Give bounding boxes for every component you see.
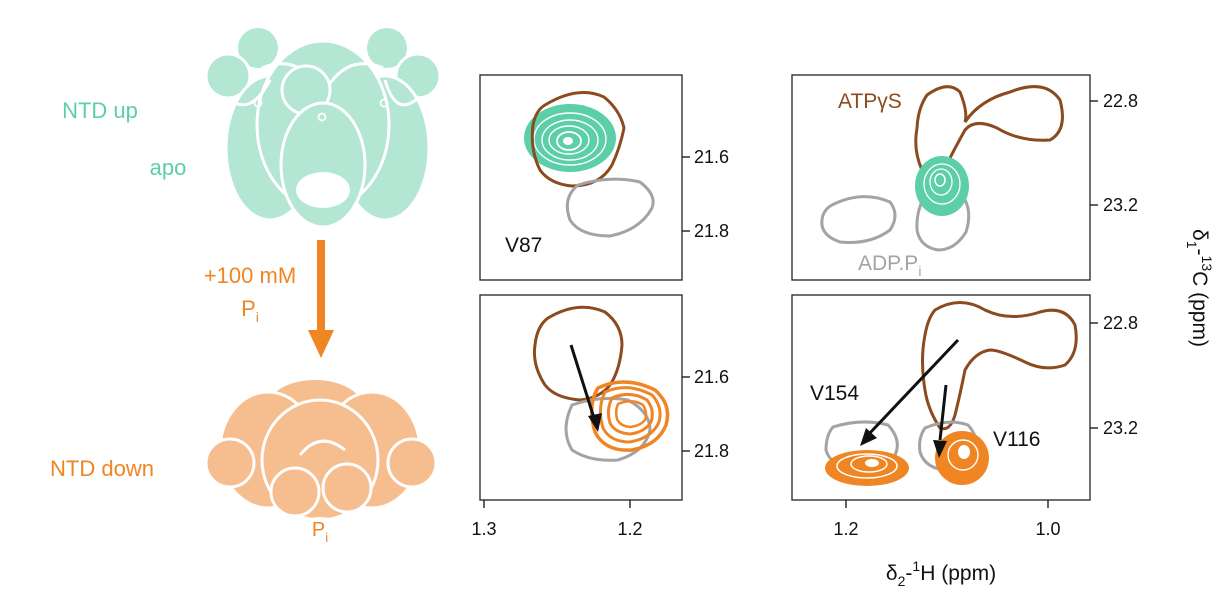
transition-arrow — [308, 240, 334, 358]
ntd-down-schematic — [204, 380, 438, 553]
y-ticks-right-bottom: 22.8 23.2 — [1090, 313, 1138, 438]
ytick-tl-2: 21.8 — [694, 221, 729, 241]
x-axis-title: δ2-1H (ppm) — [886, 558, 996, 589]
xtick-l-1: 1.3 — [471, 519, 496, 539]
y-ticks-left-bottom: 21.6 21.8 — [682, 367, 729, 461]
x-ticks-right: 1.2 1.0 — [833, 500, 1061, 539]
panel-frame-bottom-left — [479, 294, 683, 501]
pi-addition-pi: Pi — [241, 296, 259, 325]
adp-pi-label: ADP.Pi — [858, 252, 921, 279]
atpgs-label: ATPγS — [838, 90, 902, 113]
y-ticks-right-top: 22.8 23.2 — [1090, 91, 1138, 215]
v87-label: V87 — [505, 234, 542, 257]
ytick-bl-2: 21.8 — [694, 441, 729, 461]
y-ticks-left-top: 21.6 21.8 — [682, 147, 729, 241]
ytick-bl-1: 21.6 — [694, 367, 729, 387]
ytick-br-2: 23.2 — [1103, 418, 1138, 438]
panel-frame-top-left — [479, 74, 683, 281]
spectrum-bottom-right — [824, 301, 1078, 486]
panel-frame-top-right — [791, 74, 1091, 281]
xtick-l-2: 1.2 — [617, 519, 642, 539]
v154-label: V154 — [810, 382, 859, 405]
x-ticks-left: 1.3 1.2 — [471, 500, 643, 539]
shift-arrow-v154 — [860, 338, 960, 446]
ntd-up-label: NTD up — [62, 98, 138, 123]
ntd-up-schematic — [204, 28, 442, 229]
xtick-r-1: 1.2 — [833, 519, 858, 539]
ntd-down-label: NTD down — [50, 456, 154, 481]
xtick-r-2: 1.0 — [1035, 519, 1060, 539]
ytick-br-1: 22.8 — [1103, 313, 1138, 333]
spectrum-bottom-left — [533, 305, 670, 462]
panel-frame-bottom-right — [791, 294, 1091, 501]
ytick-tl-1: 21.6 — [694, 147, 729, 167]
spectrum-top-right — [820, 85, 1064, 252]
ytick-tr-2: 23.2 — [1103, 195, 1138, 215]
v116-label: V116 — [993, 428, 1041, 451]
ytick-tr-1: 22.8 — [1103, 91, 1138, 111]
pi-inside-label: Pi — [312, 519, 328, 545]
shift-arrow-bottom-left — [569, 344, 602, 432]
pi-addition-label: +100 mM — [204, 263, 296, 288]
shift-arrow-v116 — [933, 384, 948, 458]
y-axis-title: δ1-13C (ppm) — [1184, 229, 1215, 347]
spectrum-top-left — [524, 91, 655, 238]
apo-label: apo — [150, 155, 187, 180]
